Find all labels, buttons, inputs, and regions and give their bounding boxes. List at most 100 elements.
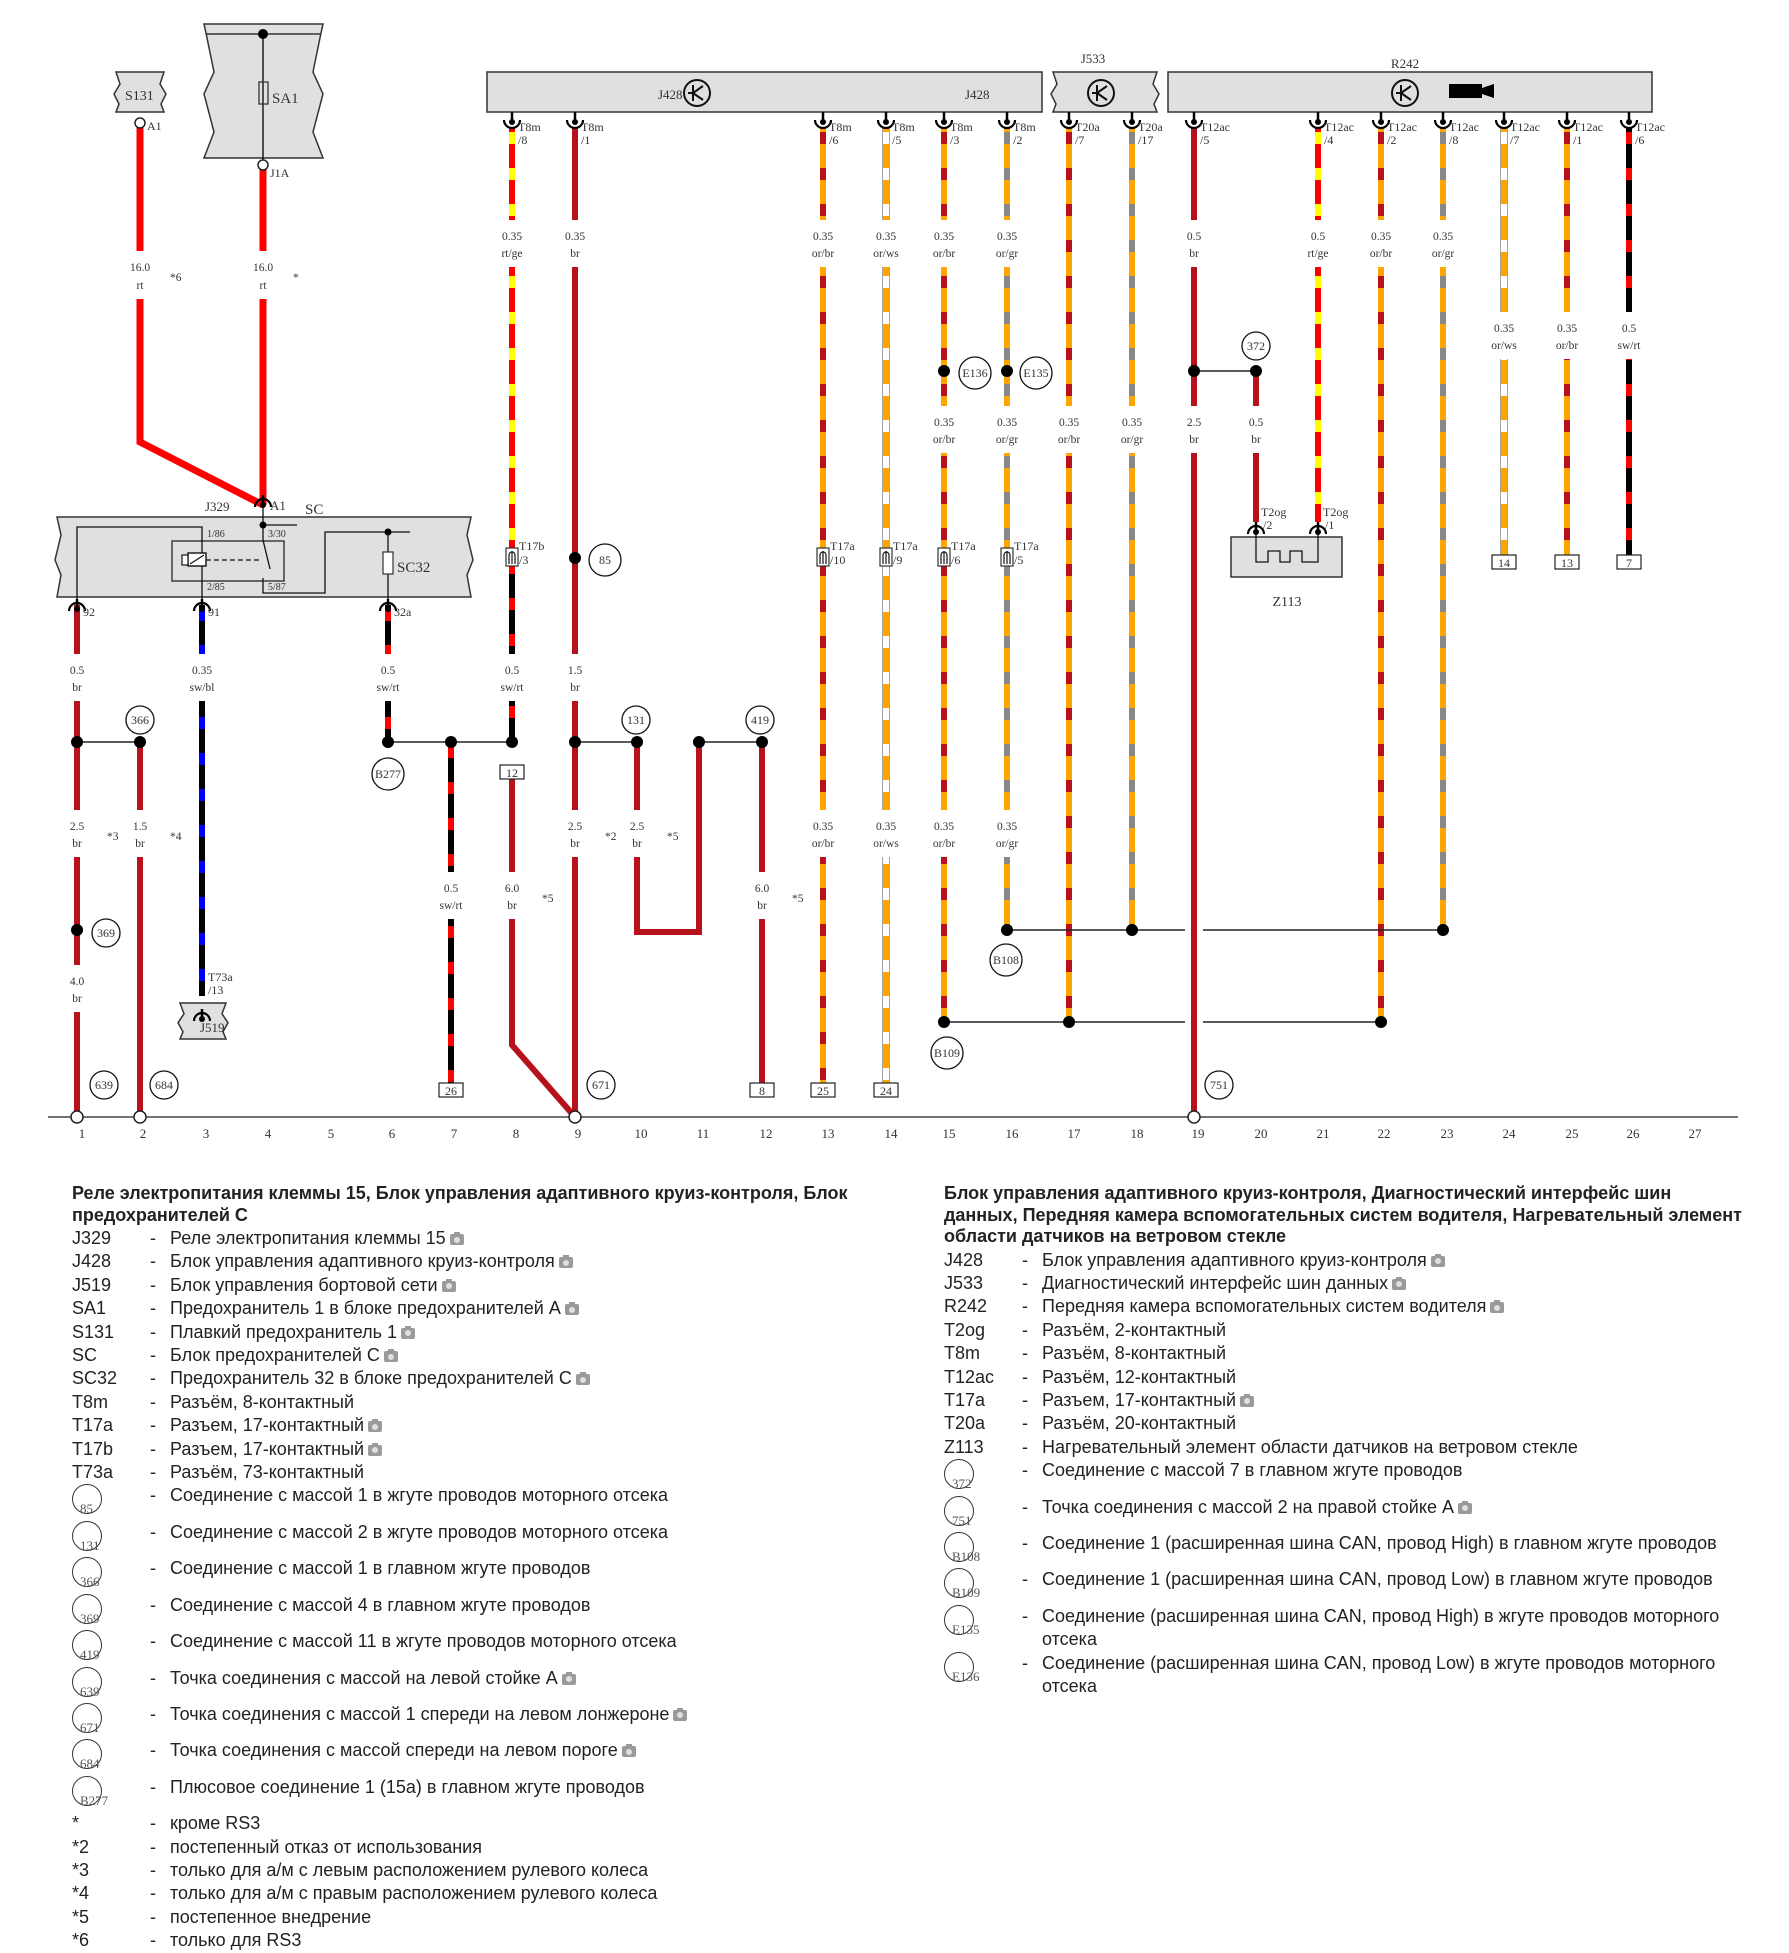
- legend-desc-text: постепенное внедрение: [170, 1906, 372, 1927]
- legend-code: T2og: [944, 1319, 986, 1340]
- connector-socket-icon: [1184, 119, 1204, 130]
- camera-icon[interactable]: [401, 1325, 416, 1339]
- camera-icon[interactable]: [368, 1419, 383, 1433]
- legend-code: J533: [944, 1272, 984, 1293]
- legend-row: T17a-Разъем, 17-контактный: [944, 1389, 1744, 1412]
- camera-icon[interactable]: [383, 1349, 398, 1363]
- ground-point-label: 684: [155, 1078, 173, 1092]
- s131-label: S131: [125, 89, 154, 104]
- camera-icon[interactable]: [558, 1255, 573, 1269]
- camera-icon[interactable]: [575, 1372, 590, 1386]
- legend-desc-text: Соединение с массой 2 в жгуте проводов м…: [170, 1521, 668, 1542]
- connector-pin-head: [199, 606, 205, 612]
- column-number: 3: [203, 1126, 210, 1141]
- wire-note-label: *4: [170, 831, 182, 843]
- wire-note-label: *5: [792, 893, 804, 905]
- wire-note-label: *: [293, 272, 299, 284]
- legend-desc-text: Разъём, 8-контактный: [170, 1391, 355, 1412]
- wire-color-label: or/br: [933, 434, 956, 446]
- connector-name: T12ac: [1510, 120, 1540, 134]
- legend-desc: Передняя камера вспомогательных систем в…: [1042, 1295, 1744, 1318]
- control-unit-icon-glyph: [1400, 92, 1412, 101]
- legend-row: J519-Блок управления бортовой сети: [72, 1274, 862, 1297]
- relay-coil-cap: [181, 554, 189, 566]
- junction-dot: [756, 736, 768, 748]
- legend-desc-text: Соединение (расширенная шина CAN, провод…: [1042, 1605, 1720, 1650]
- camera-icon[interactable]: [1490, 1300, 1505, 1314]
- wire-label-gap: [132, 251, 148, 299]
- camera-icon[interactable]: [1430, 1253, 1445, 1267]
- wire-color-label: br: [1189, 434, 1199, 446]
- camera-icon[interactable]: [564, 1302, 579, 1316]
- ground-point-label: E135: [1023, 366, 1048, 380]
- column-number: 5: [328, 1126, 335, 1141]
- ground-terminal: [1187, 1110, 1201, 1124]
- legend-dash: -: [1022, 1272, 1028, 1293]
- wire-color-label: or/gr: [1121, 434, 1144, 446]
- legend-dash: -: [1022, 1413, 1028, 1434]
- connector-name: T8m: [829, 120, 852, 134]
- legend-dash: -: [1022, 1389, 1028, 1410]
- legend-desc-text: только для а/м с правым расположением ру…: [170, 1883, 658, 1904]
- legend-code: *5: [72, 1906, 90, 1927]
- legend-desc: Блок управления адаптивного круиз-контро…: [1042, 1249, 1744, 1272]
- legend-row: E136-Соединение (расширенная шина CAN, п…: [944, 1651, 1744, 1699]
- junction-dot: [71, 924, 83, 936]
- connector-pin-head: [1253, 529, 1259, 535]
- legend-row: T73a-Разъём, 73-контактный: [72, 1461, 862, 1484]
- camera-icon[interactable]: [449, 1232, 464, 1245]
- ground-circle-icon: 684: [72, 1739, 102, 1771]
- wire-color-label: or/br: [1370, 248, 1393, 260]
- camera-icon[interactable]: [673, 1707, 688, 1721]
- wire-label-gap: [936, 220, 952, 267]
- column-number: 6: [389, 1126, 396, 1141]
- camera-icon[interactable]: [368, 1442, 383, 1456]
- legend-dash: -: [150, 1438, 156, 1459]
- legend-dash: -: [150, 1228, 156, 1248]
- ground-point-label: 372: [1247, 339, 1265, 353]
- terminal-box: [749, 1082, 775, 1098]
- legend-code: B108: [952, 1548, 981, 1564]
- wire-color-label: or/br: [1556, 340, 1579, 352]
- wire-color-label: or/ws: [873, 248, 899, 260]
- ground-point-label: 85: [599, 553, 611, 567]
- wire-note-label: *2: [605, 831, 617, 843]
- camera-icon[interactable]: [441, 1278, 456, 1292]
- wire-color-label: br: [1251, 434, 1261, 446]
- legend-desc: Соединение с массой 7 в главном жгуте пр…: [1042, 1459, 1744, 1482]
- wire-label-gap: [999, 810, 1015, 857]
- wire-color-label: br: [135, 838, 145, 850]
- wire-color-label: or/br: [1058, 434, 1081, 446]
- wire-label-gap: [1061, 406, 1077, 453]
- wire-size-label: 2.5: [1187, 417, 1202, 429]
- ground-point-label: 639: [95, 1078, 113, 1092]
- legend-row: *6-только для RS3: [72, 1929, 862, 1952]
- camera-icon[interactable]: [561, 1671, 576, 1685]
- column-number: 21: [1317, 1126, 1330, 1141]
- connector-pin-number: /3: [950, 133, 959, 147]
- legend-desc-text: Блок предохранителей C: [170, 1345, 380, 1366]
- inline-connector-name: T17a: [830, 539, 855, 553]
- terminal-box: [873, 1082, 899, 1098]
- legend-row: J428-Блок управления адаптивного круиз-к…: [72, 1250, 862, 1273]
- legend-row: SC-Блок предохранителей C: [72, 1344, 862, 1367]
- wire-size-label: 2.5: [70, 821, 85, 833]
- camera-icon[interactable]: [621, 1744, 636, 1758]
- legend-row: SA1-Предохранитель 1 в блоке предохранит…: [72, 1297, 862, 1320]
- camera-icon[interactable]: [1240, 1393, 1255, 1407]
- wire-size-label: 0.5: [1187, 231, 1202, 243]
- legend-row: T2og-Разъём, 2-контактный: [944, 1319, 1744, 1342]
- connector-pin-number: /7: [1510, 133, 1519, 147]
- wire-size-label: 0.35: [192, 665, 212, 677]
- legend-row: T17a-Разъем, 17-контактный: [72, 1414, 862, 1437]
- junction-dot: [938, 365, 950, 377]
- junction-dot: [1001, 365, 1013, 377]
- camera-icon[interactable]: [1457, 1500, 1472, 1514]
- t73a-label: T73a: [208, 970, 233, 984]
- camera-icon[interactable]: [1392, 1276, 1407, 1290]
- j519-label: J519: [200, 1020, 225, 1035]
- wire-size-label: 0.35: [997, 417, 1017, 429]
- connector-pin-number: /8: [1449, 133, 1458, 147]
- control-unit-icon: [683, 79, 711, 107]
- wire-size-label: 0.35: [1433, 231, 1453, 243]
